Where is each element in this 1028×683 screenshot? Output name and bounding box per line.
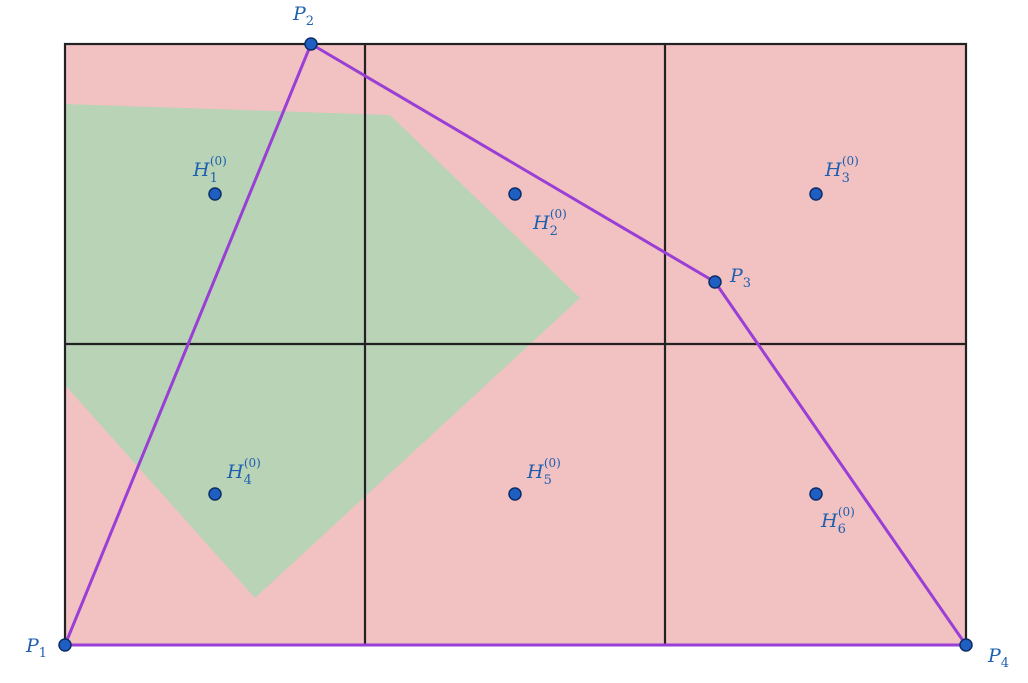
label-h1: H1(0) bbox=[192, 154, 227, 186]
label-p2: P2 bbox=[292, 3, 314, 29]
label-h4: H4(0) bbox=[226, 456, 261, 488]
point-p1 bbox=[58, 638, 72, 652]
label-h6: H6(0) bbox=[820, 505, 855, 537]
label-p1: P1 bbox=[25, 635, 47, 661]
point-h2 bbox=[508, 187, 522, 201]
green-region bbox=[65, 104, 580, 598]
point-h6 bbox=[809, 487, 823, 501]
point-h4 bbox=[208, 487, 222, 501]
point-h5 bbox=[508, 487, 522, 501]
label-h3: H3(0) bbox=[824, 154, 859, 186]
label-h2: H2(0) bbox=[532, 207, 567, 239]
point-h1 bbox=[208, 187, 222, 201]
point-h3 bbox=[809, 187, 823, 201]
point-p2 bbox=[304, 37, 318, 51]
label-p3: P3 bbox=[729, 265, 751, 291]
center-points bbox=[208, 187, 823, 501]
label-p4: P4 bbox=[987, 645, 1009, 671]
label-h5: H5(0) bbox=[526, 456, 561, 488]
point-p3 bbox=[708, 275, 722, 289]
vertex-points bbox=[58, 37, 973, 652]
point-p4 bbox=[959, 638, 973, 652]
